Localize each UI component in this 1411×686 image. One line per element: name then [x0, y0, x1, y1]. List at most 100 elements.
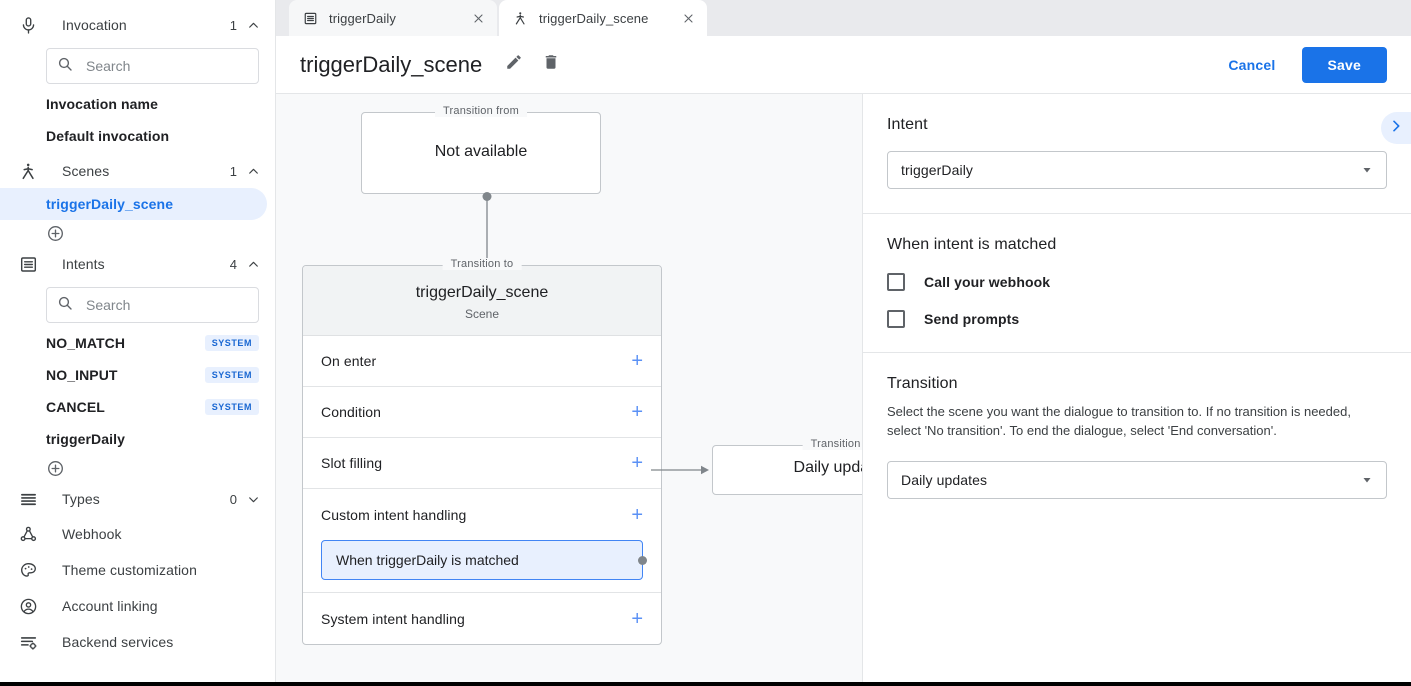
sidebar-item-label: Default invocation [46, 128, 170, 144]
delete-scene-button[interactable] [535, 49, 567, 81]
chevron-down-icon [1361, 474, 1373, 486]
scene-row-label: System intent handling [321, 610, 465, 627]
edit-scene-button[interactable] [498, 49, 530, 81]
chevron-up-icon[interactable] [247, 18, 261, 32]
sidebar-item-label: triggerDaily [46, 431, 125, 447]
collapse-panel-button[interactable] [1381, 112, 1411, 144]
trash-icon [542, 53, 560, 76]
sidebar-item-account-linking[interactable]: Account linking [0, 588, 275, 624]
sidebar-item-theme-customization[interactable]: Theme customization [0, 552, 275, 588]
sidebar-group-count: 1 [229, 17, 237, 33]
sidebar-item-backend-services[interactable]: Backend services [0, 624, 275, 660]
scene-card-subtitle: Scene [464, 307, 500, 321]
add-system-intent-handler-button[interactable]: + [631, 607, 643, 630]
microphone-icon [16, 13, 40, 37]
sidebar-item-invocation-name[interactable]: Invocation name [0, 88, 275, 120]
chevron-down-icon[interactable] [247, 492, 261, 506]
add-custom-intent-handler-button[interactable]: + [631, 503, 643, 526]
scene-row-custom-intent-handling[interactable]: Custom intent handling + [303, 489, 661, 540]
search-icon [57, 295, 73, 316]
close-icon[interactable] [679, 9, 697, 27]
intent-section: Intent triggerDaily [863, 94, 1411, 213]
sidebar-item-label: NO_MATCH [46, 335, 126, 351]
invocation-search[interactable] [46, 48, 259, 84]
sidebar-group-label: Invocation [62, 17, 127, 33]
account-circle-icon [16, 594, 40, 618]
sidebar-group-scenes[interactable]: Scenes 1 [0, 154, 275, 188]
sidebar-item-default-invocation[interactable]: Default invocation [0, 120, 275, 152]
close-icon[interactable] [469, 9, 487, 27]
intent-handler-label: When triggerDaily is matched [336, 552, 519, 568]
add-condition-button[interactable]: + [631, 401, 643, 423]
intents-search-input[interactable] [84, 296, 248, 314]
transition-heading: Transition [887, 375, 958, 392]
search-icon [57, 56, 73, 77]
intent-select[interactable]: triggerDaily [887, 151, 1387, 189]
webhook-icon [16, 522, 40, 546]
save-button[interactable]: Save [1301, 46, 1387, 83]
transition-from-node[interactable]: Transition from Not available [361, 105, 601, 194]
sidebar-group-label: Scenes [62, 163, 110, 179]
add-intent-button[interactable] [0, 455, 275, 482]
transition-to-legend: Transition to [802, 438, 862, 450]
header-bar: triggerDaily_scene Cancel Save [276, 36, 1411, 94]
when-intent-matched-heading: When intent is matched [887, 236, 1057, 253]
sidebar-item-no-input[interactable]: NO_INPUT SYSTEM [0, 359, 275, 391]
sidebar-item-triggerdaily-scene[interactable]: triggerDaily_scene [0, 188, 267, 220]
chevron-up-icon[interactable] [247, 164, 261, 178]
checkbox[interactable] [887, 310, 905, 328]
cancel-button[interactable]: Cancel [1214, 48, 1289, 82]
send-prompts-checkbox-row[interactable]: Send prompts [887, 310, 1387, 328]
scene-row-system-intent-handling[interactable]: System intent handling + [303, 593, 661, 644]
tab-label: triggerDaily [329, 10, 396, 26]
intents-search[interactable] [46, 287, 259, 323]
scene-row-slot-filling[interactable]: Slot filling + [303, 438, 661, 489]
page-title: triggerDaily_scene [300, 51, 483, 77]
sidebar-group-count: 0 [229, 491, 237, 507]
add-on-enter-button[interactable]: + [631, 350, 643, 372]
pencil-icon [505, 53, 523, 76]
sidebar-group-invocation[interactable]: Invocation 1 [0, 8, 275, 42]
scene-card-title: triggerDaily_scene [415, 284, 549, 301]
sidebar-item-label: Account linking [62, 598, 158, 614]
sidebar-item-cancel[interactable]: CANCEL SYSTEM [0, 391, 275, 423]
scene-row-label: Custom intent handling [321, 506, 467, 523]
custom-intent-handler-list: When triggerDaily is matched [303, 540, 661, 593]
status-badge: SYSTEM [204, 367, 259, 383]
checkbox-label: Call your webhook [924, 274, 1051, 290]
scene-fork-icon [16, 159, 40, 183]
call-your-webhook-checkbox-row[interactable]: Call your webhook [887, 273, 1387, 291]
intent-handler-chip[interactable]: When triggerDaily is matched [321, 540, 647, 580]
invocation-search-input[interactable] [84, 57, 248, 75]
checkbox[interactable] [887, 273, 905, 291]
scene-row-condition[interactable]: Condition + [303, 387, 661, 438]
transition-from-text: Not available [434, 143, 528, 160]
intents-list-icon [16, 252, 40, 276]
scene-node-card[interactable]: Transition to triggerDaily_scene Scene O… [302, 258, 662, 645]
properties-panel: Intent triggerDaily When intent is match… [862, 94, 1411, 686]
sidebar-group-label: Intents [62, 256, 105, 272]
scene-card-header: triggerDaily_scene Scene [303, 266, 661, 336]
sidebar-item-label: Backend services [62, 634, 174, 650]
tab-strip: triggerDaily triggerDaily_scene [276, 0, 1411, 36]
scene-graph-canvas[interactable]: Transition from Not available Transition… [276, 94, 862, 686]
sidebar-item-webhook[interactable]: Webhook [0, 516, 275, 552]
chevron-up-icon[interactable] [247, 257, 261, 271]
edge-source-handle[interactable] [638, 555, 647, 565]
transition-target-node[interactable]: Transition to Daily updates [712, 438, 862, 495]
sidebar-group-label: Types [62, 491, 100, 507]
tab-triggerdaily-scene[interactable]: triggerDaily_scene [499, 0, 707, 36]
scene-row-on-enter[interactable]: On enter + [303, 336, 661, 387]
tab-triggerdaily[interactable]: triggerDaily [289, 0, 497, 36]
sidebar-group-types[interactable]: Types 0 [0, 482, 275, 516]
intent-heading: Intent [887, 116, 928, 133]
sidebar-group-intents[interactable]: Intents 4 [0, 247, 275, 281]
sidebar-item-label: Theme customization [62, 562, 197, 578]
add-slot-filling-button[interactable]: + [631, 452, 643, 474]
add-scene-button[interactable] [0, 220, 275, 247]
transition-select[interactable]: Daily updates [887, 461, 1387, 499]
sidebar-item-no-match[interactable]: NO_MATCH SYSTEM [0, 327, 275, 359]
sidebar-item-triggerdaily[interactable]: triggerDaily [0, 423, 275, 455]
plus-circle-icon [48, 226, 63, 241]
plus-circle-icon [48, 461, 63, 476]
